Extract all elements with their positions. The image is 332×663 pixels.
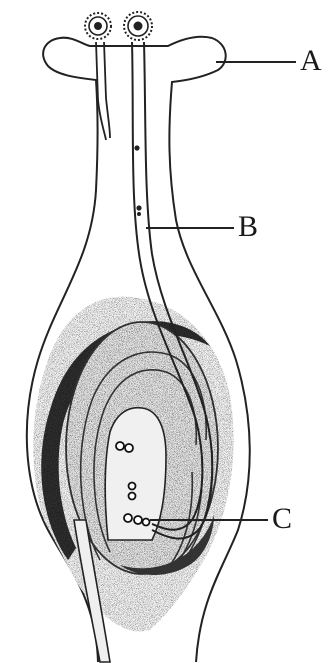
label-a: A — [300, 46, 322, 76]
label-b: B — [238, 212, 258, 242]
label-c: C — [272, 504, 292, 534]
pollen-grain-right — [124, 12, 152, 40]
pollen-grain-left — [85, 13, 111, 39]
